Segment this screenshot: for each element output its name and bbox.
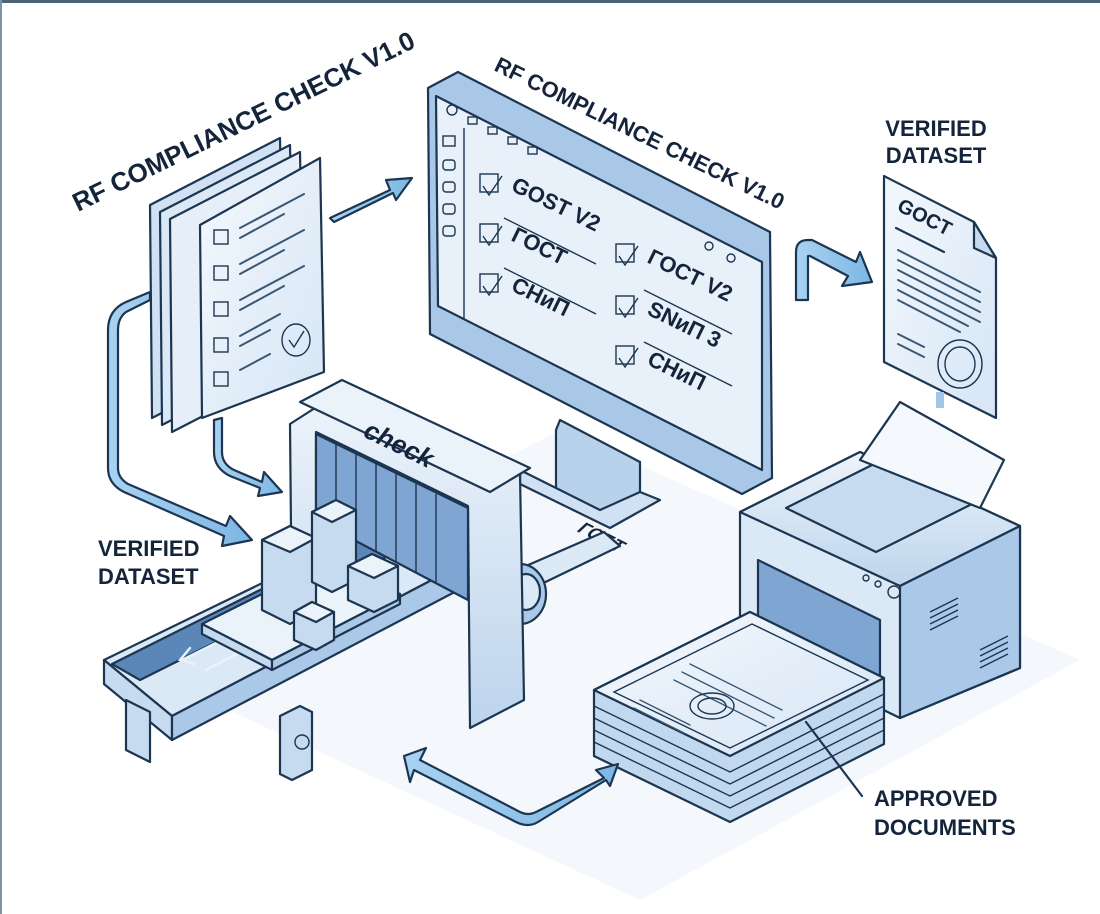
approved-check-circle-icon [281, 323, 311, 357]
checklist-document-stack [148, 136, 326, 434]
doc-text-lines [897, 249, 981, 358]
printer-button-icon [862, 574, 870, 582]
conveyor-scanner: check [102, 378, 622, 782]
frame-top-border [0, 0, 1100, 3]
arrow-to-scanner-short-icon [212, 416, 284, 498]
approved-documents-label-line2: DOCUMENTS [874, 815, 1016, 840]
printer-buttons[interactable] [862, 574, 901, 599]
checklist-text-lines [239, 193, 305, 371]
power-icon [446, 104, 458, 116]
monitor-sidebar [442, 128, 465, 320]
verified-dataset-label-left-line2: DATASET [98, 564, 199, 589]
mail-icon [487, 126, 498, 135]
checklist-checkboxes [213, 229, 229, 387]
conveyor-roller-leg [278, 704, 314, 782]
save-icon [507, 136, 518, 145]
printer-power-button-icon [887, 585, 901, 599]
print-icon [527, 146, 538, 155]
printer-paper [858, 400, 1006, 510]
window-minimize-icon [704, 241, 714, 251]
printer-button-icon [874, 580, 882, 588]
dataset-blocks [260, 498, 400, 652]
doc-connector [936, 392, 944, 408]
scanner-curtain [335, 444, 437, 582]
approved-pointer-line [804, 720, 864, 798]
window-close-icon [726, 253, 736, 263]
frame-left-border [0, 0, 2, 914]
verified-dataset-label-left-line1: VERIFIED [98, 536, 199, 561]
approved-documents-label-line1: APPROVED [874, 786, 997, 811]
verified-document: GOCT [882, 174, 998, 420]
arrow-to-monitor-icon [328, 176, 414, 224]
arrow-to-verified-doc-icon [794, 238, 874, 302]
page-fold-icon [972, 220, 998, 260]
printer-vent-icon [929, 597, 1009, 669]
monitor-toolbar [446, 104, 538, 155]
folder-icon [467, 116, 478, 125]
verified-dataset-label-top-line1: VERIFIED [885, 116, 986, 141]
approved-document-stack: ГОБТ [573, 519, 886, 824]
verified-dataset-label-top-line2: DATASET [886, 143, 987, 168]
arrow-to-scanner-long-icon [106, 290, 254, 548]
stack-doc-text-lines [633, 663, 783, 734]
bidirectional-arrow-icon [402, 746, 620, 827]
official-seal-icon [937, 339, 983, 389]
stack-official-seal-icon [689, 692, 735, 720]
